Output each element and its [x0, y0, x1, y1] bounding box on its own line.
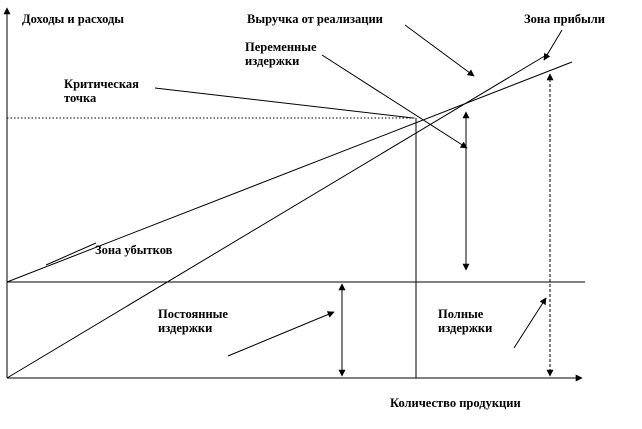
total-costs-pointer	[513, 297, 547, 349]
fixed-costs-label: Постоянные издержки	[158, 307, 228, 335]
revenue-label: Выручка от реализации	[247, 12, 383, 26]
fixed-costs-pointer	[227, 311, 335, 357]
variable-costs-pointer	[321, 54, 468, 149]
loss-zone-label: Зона убытков	[95, 243, 173, 257]
variable-costs-label: Переменные издержки	[245, 40, 317, 68]
profit-zone-label: Зона прибыли	[524, 12, 606, 26]
critical-point-label: Критическая точка	[64, 77, 139, 105]
profit-zone-pointer	[543, 29, 563, 61]
total-costs-label: Полные издержки	[438, 307, 493, 335]
critical-point-pointer	[154, 87, 414, 119]
total-costs-line	[6, 61, 573, 283]
revenue-line	[6, 53, 549, 379]
revenue-pointer	[404, 24, 475, 77]
loss-zone-pointer	[45, 242, 97, 266]
x-axis-label: Количество продукции	[390, 396, 521, 410]
y-axis-label: Доходы и расходы	[22, 12, 125, 26]
